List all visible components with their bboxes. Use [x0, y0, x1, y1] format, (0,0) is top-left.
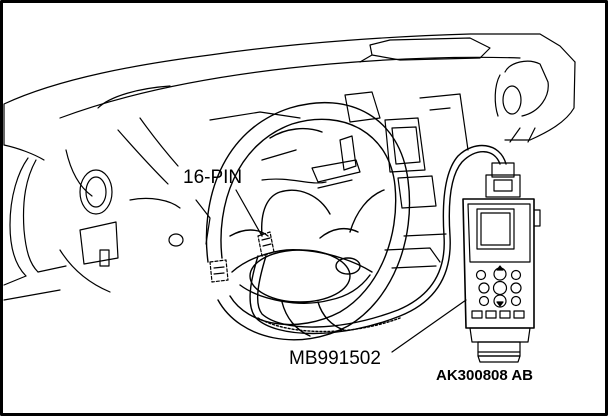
scan-tool	[462, 162, 541, 363]
instrument-panel-left	[3, 144, 211, 301]
dashboard-outline	[3, 33, 576, 146]
tool-part-number-label: MB991502	[289, 348, 381, 369]
connector-label: 16-PIN	[183, 167, 243, 188]
connector-label-line	[261, 178, 327, 184]
column-cover	[117, 91, 469, 269]
diagnostic-connector	[209, 231, 275, 283]
connector-leader	[235, 189, 263, 237]
tool-leader	[391, 299, 467, 353]
cable	[249, 144, 507, 335]
figure-code-label: AK300808 AB	[436, 367, 533, 384]
steering-wheel	[205, 101, 411, 341]
